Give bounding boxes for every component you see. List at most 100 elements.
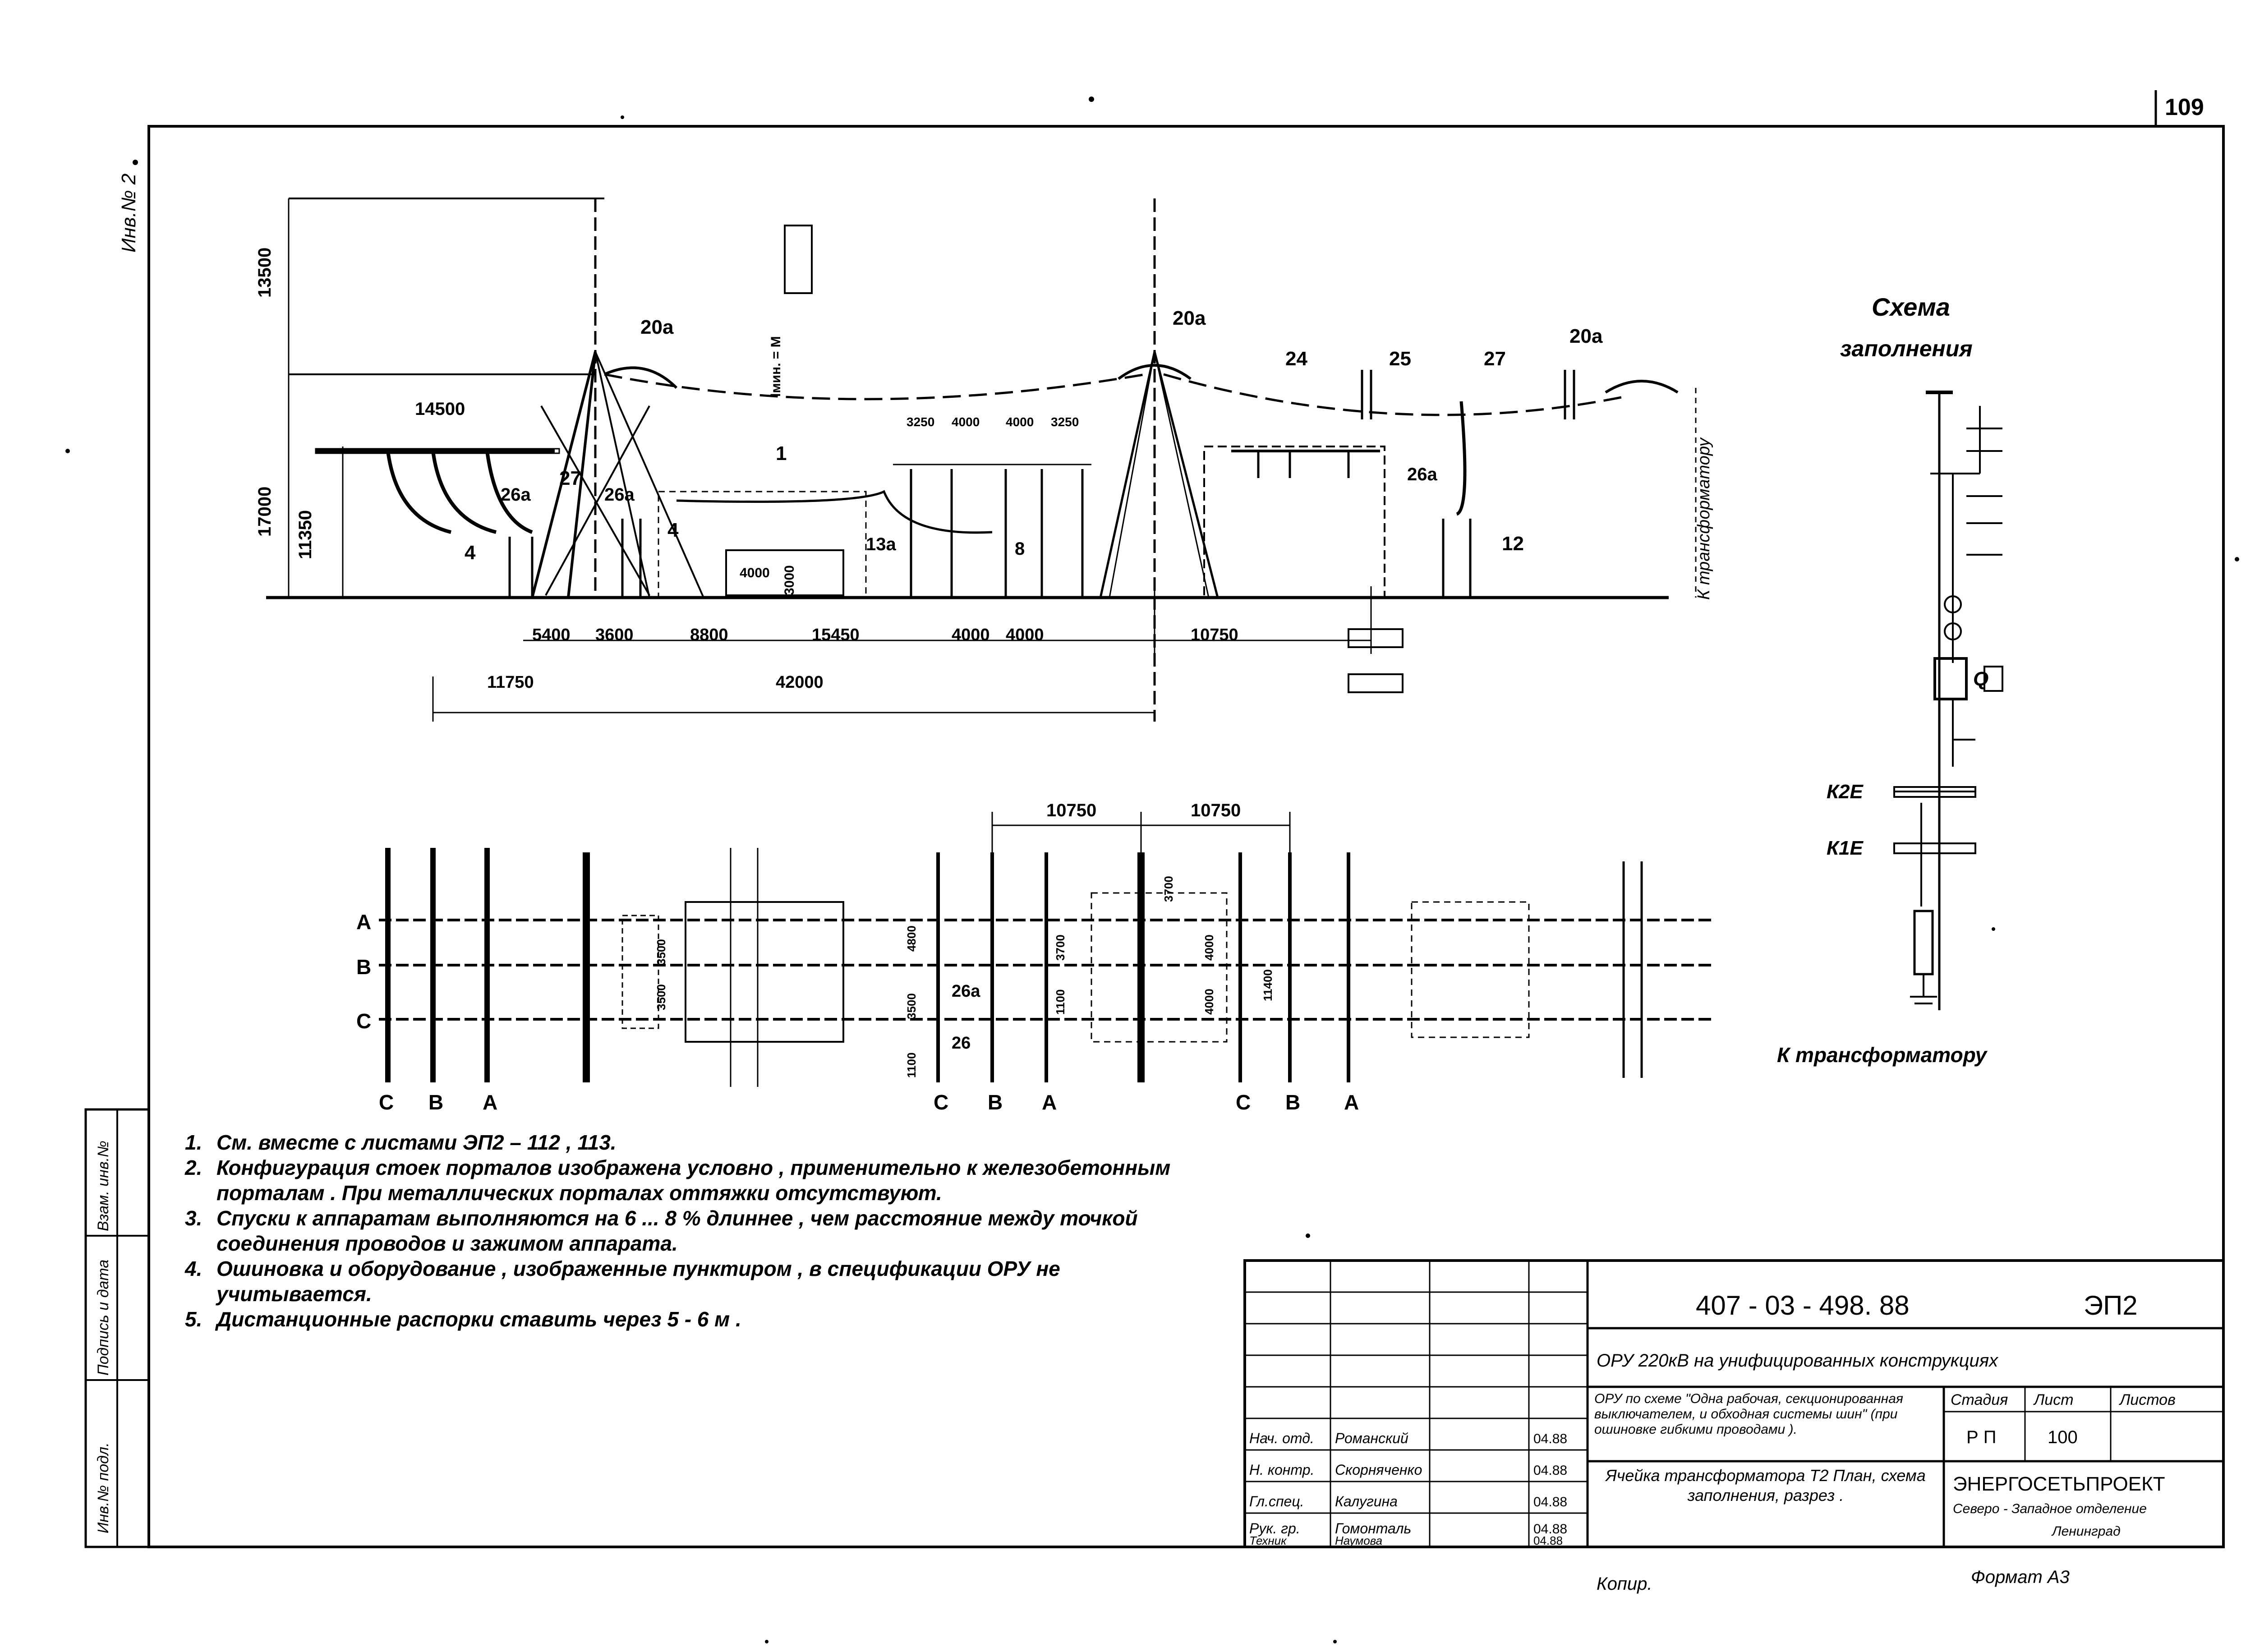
plan-dim-4800: 4800: [905, 925, 918, 952]
plan-dim-3700a: 3700: [1054, 934, 1067, 961]
dim-height-13500: 13500: [255, 248, 275, 298]
phase-a-left: А: [356, 910, 371, 934]
title-block: [1243, 1259, 2225, 1548]
section-view: [266, 198, 1697, 722]
tb-staff-role-2: Гл.спец.: [1249, 1493, 1304, 1509]
note-5-number: 5.: [185, 1307, 202, 1331]
dim-sub-2: 4000: [952, 415, 980, 429]
dim-bottom-15450: 15450: [812, 626, 860, 644]
tb-staff-role-1: Н. контр.: [1249, 1462, 1314, 1478]
tb-staff-date-4: 04.88: [1533, 1534, 1563, 1547]
note-1: 1. См. вместе с листами ЭП2 – 112 , 113.: [185, 1130, 1195, 1155]
dim-sub-4: 3250: [1051, 415, 1079, 429]
tb-staff-name-3: Гомонталь: [1335, 1520, 1411, 1537]
tb-sheet-header: Лист: [2033, 1391, 2074, 1408]
item-26a-1: 26а: [501, 485, 531, 505]
dim-height-17000: 17000: [255, 487, 275, 537]
note-2-number: 2.: [185, 1156, 202, 1179]
item-20a-1: 20а: [640, 316, 674, 338]
tb-staff-name-0: Романский: [1335, 1430, 1408, 1446]
scan-specks: [65, 97, 2239, 1643]
tb-project: ОРУ 220кВ на унифицированных конструкция…: [1597, 1351, 1999, 1371]
note-3-text: Спуски к аппаратам выполняются на 6 ... …: [216, 1206, 1138, 1255]
stamp-inv-podl: Инв.№ подл.: [95, 1442, 112, 1533]
note-1-number: 1.: [185, 1131, 202, 1154]
tb-staff-date-3: 04.88: [1533, 1522, 1567, 1537]
notes: 1. См. вместе с листами ЭП2 – 112 , 113.…: [185, 1130, 1195, 1332]
footer: Копир. Формат А3: [1597, 1567, 2070, 1594]
item-27a: 27: [1484, 348, 1506, 370]
corner-mark-top: Инв.№ 2: [118, 174, 140, 253]
dim-small-4000: 4000: [740, 566, 770, 580]
stamp-podpis-data: Подпись и дата: [95, 1260, 112, 1376]
tb-staff-name-1: Скорняченко: [1335, 1462, 1422, 1478]
scheme-to-transformer: К трансформатору: [1777, 1043, 1988, 1067]
tb-staff-role-4: Техник: [1249, 1534, 1287, 1547]
item-8: 8: [1015, 539, 1025, 559]
plan-dim-3500c: 3500: [905, 993, 918, 1019]
note-5: 5. Дистанционные распорки ставить через …: [185, 1307, 1195, 1332]
plan-dim-3700b: 3700: [1162, 876, 1175, 902]
dim-span-14500: 14500: [415, 399, 465, 419]
item-26a-3: 26а: [1407, 465, 1437, 484]
sheet-number: 109: [2165, 94, 2204, 120]
plan-dim-3500a: 3500: [654, 939, 668, 965]
note-1-text: См. вместе с листами ЭП2 – 112 , 113.: [216, 1131, 617, 1154]
dim-bottom-10750: 10750: [1191, 626, 1238, 644]
tb-sheet-code: ЭП2: [2084, 1290, 2138, 1321]
title-block-drawing-title: Ячейка трансформатора Т2 План, схема зап…: [1606, 1466, 1926, 1505]
dim-bottom-4000b: 4000: [1006, 626, 1044, 644]
dim-height-11350: 11350: [295, 510, 315, 559]
plan-dim-4000b: 4000: [1202, 989, 1216, 1015]
note-5-text: Дистанционные распорки ставить через 5 -…: [216, 1307, 741, 1331]
phase-bottom-2-a: А: [1042, 1091, 1057, 1114]
tb-code: 407 - 03 - 498. 88: [1696, 1290, 1910, 1321]
tb-org3: Ленинград: [2051, 1524, 2121, 1539]
note-2: 2. Конфигурация стоек порталов изображен…: [185, 1155, 1195, 1206]
title-block-text: 407 - 03 - 498. 88 ЭП2 ОРУ 220кВ на униф…: [1249, 1290, 2176, 1547]
stamp-vzam-inv: Взам. инв.№: [95, 1141, 112, 1231]
scheme-label-k2e: К2Е: [1827, 781, 1864, 803]
tb-sheet: 100: [2048, 1427, 2078, 1447]
note-3-number: 3.: [185, 1206, 202, 1230]
item-26a-2: 26а: [604, 485, 635, 505]
phase-bottom-3-a: А: [1344, 1091, 1359, 1114]
plan-view: [379, 812, 1714, 1087]
section-labels: 13500 17000 11350 14500 3250 4000 4000 3…: [255, 248, 1713, 692]
tb-sheets-header: Листов: [2119, 1391, 2176, 1408]
drawing-frame: 109 Инв.№ 2: [118, 90, 2225, 1548]
fill-scheme-labels: Схема заполнения К2Е К1Е Q К трансформат…: [1777, 293, 1988, 1067]
dim-bottom-4000a: 4000: [952, 626, 990, 644]
left-margin-stamp: Инв.№ подл. Подпись и дата Взам. инв.№: [84, 1108, 150, 1548]
tb-staff-role-0: Нач. отд.: [1249, 1430, 1314, 1446]
item-24: 24: [1285, 348, 1307, 370]
phase-bottom-1-b: В: [428, 1091, 443, 1114]
item-4b: 4: [667, 519, 679, 541]
plan-labels: 10750 10750 А В С С В А С В А С В А 3500…: [356, 801, 1359, 1114]
lmin-label: lмин. = М: [769, 336, 783, 397]
plan-dim-4000a: 4000: [1202, 934, 1216, 961]
item-1: 1: [776, 442, 787, 465]
scheme-label-k1e: К1Е: [1827, 837, 1864, 859]
tb-staff-name-2: Калугина: [1335, 1493, 1398, 1509]
tb-staff-date-2: 04.88: [1533, 1495, 1567, 1509]
title-block-description: ОРУ по схеме "Одна рабочая, секционирова…: [1594, 1391, 1903, 1437]
scheme-title: Схема: [1872, 293, 1950, 321]
phase-bottom-1-c: С: [379, 1091, 394, 1114]
phase-bottom-1-a: А: [483, 1091, 497, 1114]
footer-copied: Копир.: [1597, 1574, 1652, 1594]
item-13a: 13а: [866, 534, 896, 554]
item-20a-3: 20а: [1569, 325, 1603, 347]
plan-item-26a: 26а: [952, 982, 980, 1001]
note-4: 4. Ошиновка и оборудование , изображенны…: [185, 1256, 1195, 1307]
plan-item-26: 26: [952, 1034, 971, 1053]
plan-dim-1100b: 1100: [1054, 989, 1067, 1015]
tb-staff-role-3: Рук. гр.: [1249, 1520, 1300, 1537]
dim-sub-1: 3250: [907, 415, 934, 429]
phase-bottom-3-b: В: [1285, 1091, 1300, 1114]
tb-org2: Северо - Западное отделение: [1953, 1501, 2147, 1516]
item-27b: 27: [559, 467, 581, 489]
tb-stage-header: Стадия: [1951, 1391, 2008, 1408]
scheme-label-q: Q: [1973, 668, 1988, 690]
